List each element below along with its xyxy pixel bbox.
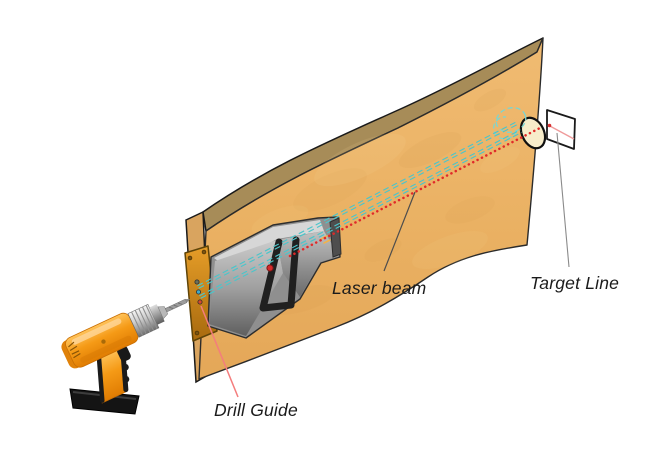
mount-plate-guide-holes — [194, 279, 203, 305]
cordless-drill — [61, 298, 191, 415]
drill-body-screw — [101, 339, 106, 344]
target-line-leader — [556, 132, 570, 268]
jig-front-face — [209, 240, 283, 336]
drill-guide-leader — [200, 305, 239, 398]
laser-beam-line — [288, 126, 542, 258]
target-card-paper — [546, 109, 576, 150]
drill-bit-flutes — [168, 302, 183, 310]
drill-handle-back-grip — [96, 355, 105, 403]
drill-guide-label: Drill Guide — [214, 400, 298, 420]
drill-body-highlight — [71, 318, 122, 345]
drill-chuck-nose — [157, 306, 169, 320]
jig-handle — [259, 236, 300, 312]
laser-beam-label: Laser beam — [332, 278, 426, 298]
target-line-label: Target Line — [530, 273, 619, 293]
drill-body-shadow — [80, 335, 132, 363]
projected-hole-outline — [493, 107, 527, 140]
drill-bit-tip — [185, 299, 191, 303]
drill-chuck-ridges — [131, 304, 158, 336]
drill-chuck-collar — [149, 304, 165, 325]
laser-beam-leader — [383, 191, 416, 272]
drill-body-group — [61, 298, 191, 404]
target-card-laser-dot — [547, 123, 552, 128]
drill-vents — [68, 341, 81, 359]
target-card — [546, 109, 576, 150]
drill-trigger — [117, 345, 131, 362]
target-card-line — [547, 124, 575, 140]
guide-axis-dashed-lines — [197, 120, 522, 299]
jig-indicator-dot — [266, 264, 274, 272]
